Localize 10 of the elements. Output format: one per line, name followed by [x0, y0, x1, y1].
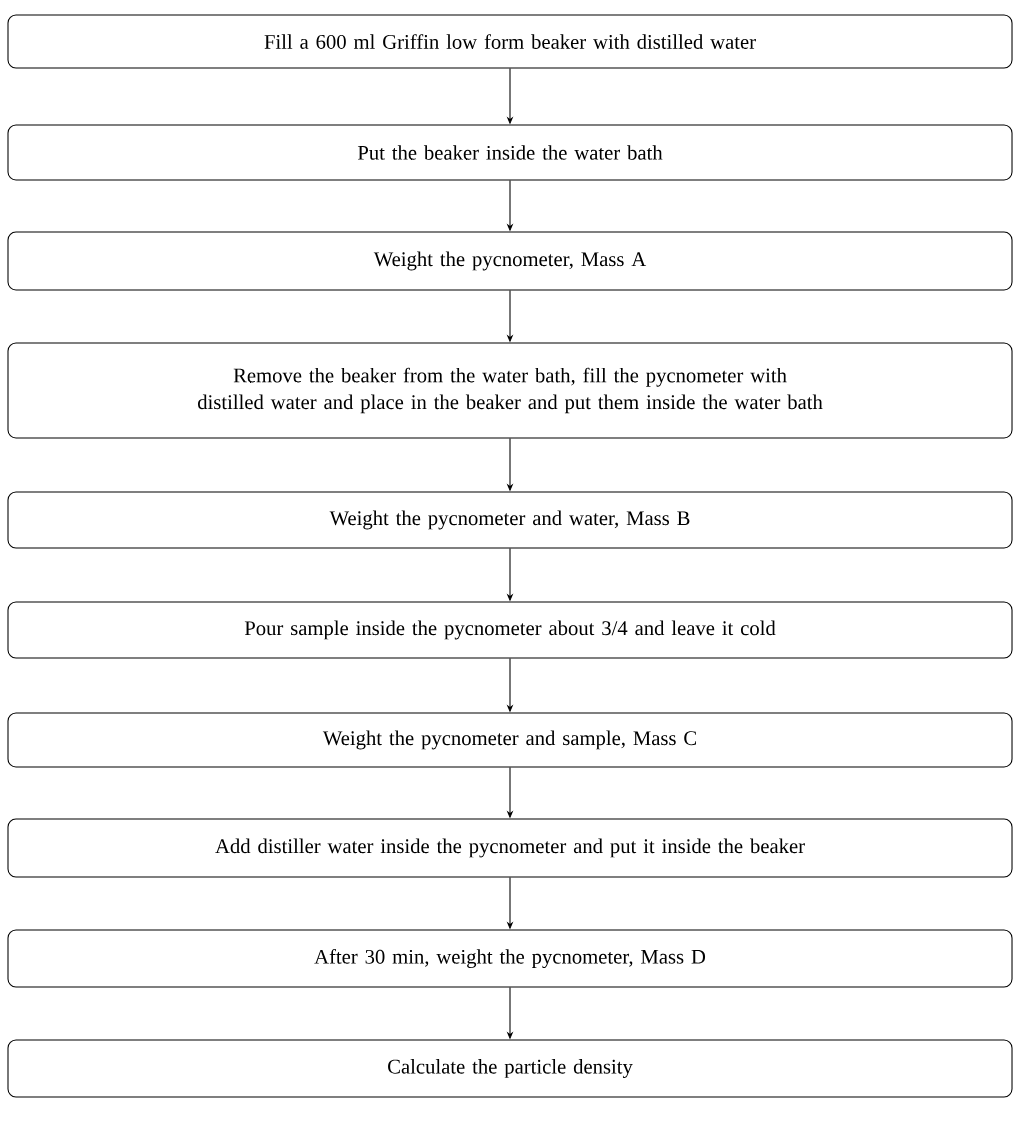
process-box: Weight the pycnometer and water, Mass B [7, 491, 1013, 549]
process-box: Weight the pycnometer, Mass A [7, 231, 1013, 291]
process-box: After 30 min, weight the pycnometer, Mass D [7, 929, 1013, 988]
process-box: Calculate the particle density [7, 1039, 1013, 1098]
process-box: Put the beaker inside the water bath [7, 124, 1013, 181]
process-box: Add distiller water inside the pycnometer and put it inside the beaker [7, 818, 1013, 878]
process-box: Pour sample inside the pycnometer about 3/4 and leave it cold [7, 601, 1013, 659]
process-box: Fill a 600 ml Griffin low form beaker with distilled water [7, 14, 1013, 69]
process-box: Remove the beaker from the water bath, fill the pycnometer with distilled water and place in the beaker and put them inside the water bath [7, 342, 1013, 439]
process-box: Weight the pycnometer and sample, Mass C [7, 712, 1013, 768]
